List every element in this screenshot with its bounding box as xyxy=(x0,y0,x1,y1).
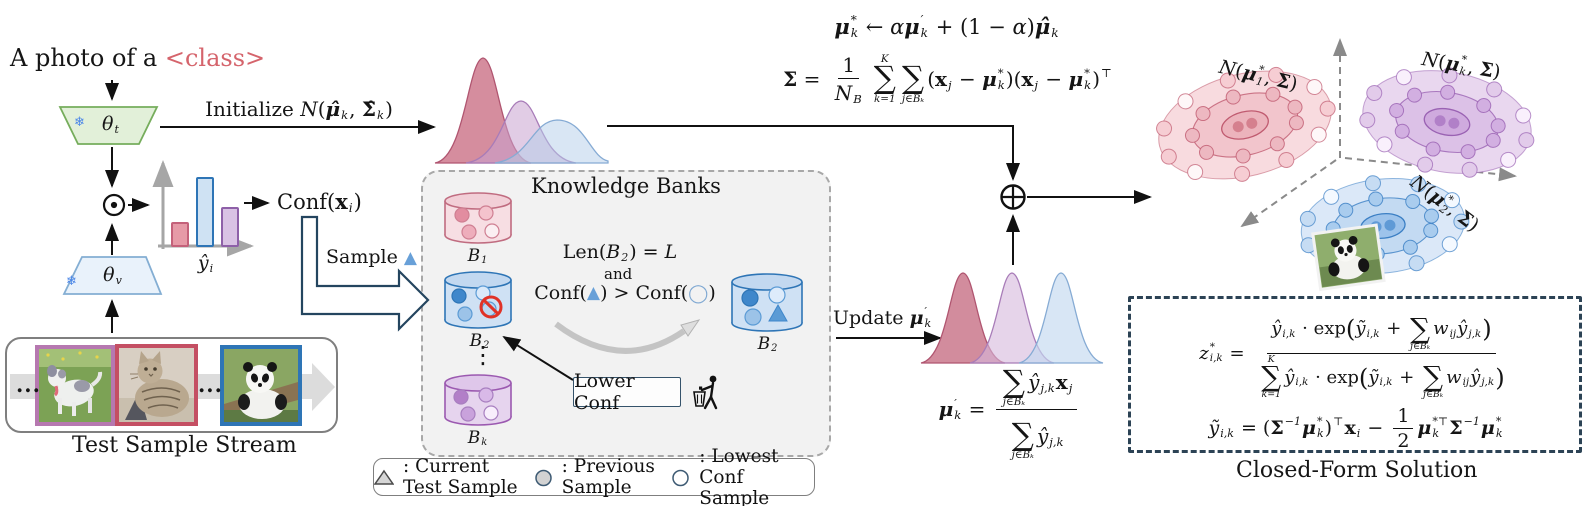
prompt-prefix: A photo of a xyxy=(10,44,165,72)
initialize-label: Initialize N(μ̂ k, Σ̂ k) xyxy=(205,97,393,123)
snowflake-icon-2: ❄ xyxy=(66,274,77,289)
lower-conf-tag: Lower Conf xyxy=(573,370,681,414)
bank-2-label: B 2 xyxy=(469,331,490,352)
prob-bar xyxy=(196,177,214,247)
legend-item-lowest: : Lowest Conf Sample xyxy=(699,445,779,506)
prob-bar xyxy=(171,222,189,247)
connector-arrows xyxy=(105,80,1152,381)
knowledge-bank-cylinders xyxy=(444,192,803,426)
legend-item-previous: : Previous Sample xyxy=(561,456,655,498)
prompt-text: A photo of a <class> xyxy=(10,44,265,72)
len-condition: Len(B 2) = L xyxy=(562,240,678,264)
dog-photo xyxy=(35,345,115,426)
sample-label: Sample ▲ xyxy=(326,246,417,268)
replace-curved-arrow xyxy=(554,319,701,354)
and-text: and xyxy=(604,265,633,283)
closed-form-panel xyxy=(1128,296,1582,453)
prohibited-icon xyxy=(479,295,503,319)
odot-icon xyxy=(102,193,126,217)
legend-item-current: : Current Test Sample xyxy=(403,456,518,498)
bank-1-label: B 1 xyxy=(467,246,488,267)
vertical-dots: ⋮ xyxy=(471,341,495,369)
probability-barchart xyxy=(152,160,254,257)
closed-form-caption: Closed-Form Solution xyxy=(1236,458,1478,483)
visual-encoder-trapezoid xyxy=(62,256,163,295)
oplus-icon xyxy=(1000,184,1026,210)
updated-distributions xyxy=(920,272,1104,364)
legend: : Current Test Sample : Previous Sample … xyxy=(373,446,815,506)
stream-ellipsis-left: ... xyxy=(16,372,41,397)
text-encoder-trapezoid xyxy=(58,106,159,145)
legend-triangle-icon xyxy=(374,469,394,486)
sample-triangle-icon: ▲ xyxy=(403,248,417,268)
panda-photo-thumbnail xyxy=(1311,223,1386,292)
knowledge-banks-title: Knowledge Banks xyxy=(531,174,721,198)
prob-bar xyxy=(221,207,239,247)
initial-distributions xyxy=(434,57,609,164)
legend-open-circle-icon xyxy=(671,468,690,487)
conf-label: Conf(x i) xyxy=(277,189,362,215)
bank-2-right-label: B 2 xyxy=(757,334,778,355)
visual-encoder-label: θ v xyxy=(103,263,122,287)
class-token: <class> xyxy=(164,44,266,72)
stream-ellipsis-mid: ... xyxy=(198,372,223,397)
conf-condition: Conf(▲) > Conf(◯) xyxy=(534,282,716,304)
snowflake-icon: ❄ xyxy=(74,115,85,130)
panda-photo xyxy=(220,345,302,426)
sample-flow-arrow xyxy=(300,215,430,332)
trash-person-icon xyxy=(693,375,718,410)
text-encoder-label: θ t xyxy=(102,112,119,136)
cat-photo xyxy=(115,344,198,426)
yhat-label: ŷ i xyxy=(197,251,214,275)
arrow-lowerconf-to-prohibited xyxy=(502,335,574,381)
update-label: Update μ′k xyxy=(833,305,932,330)
bank-k-label: B k xyxy=(467,428,488,449)
arrow-dist1-to-oplus xyxy=(607,125,1020,181)
stream-caption: Test Sample Stream xyxy=(72,433,297,458)
gaussian-clusters xyxy=(1156,66,1535,279)
legend-filled-circle-icon xyxy=(534,468,553,487)
